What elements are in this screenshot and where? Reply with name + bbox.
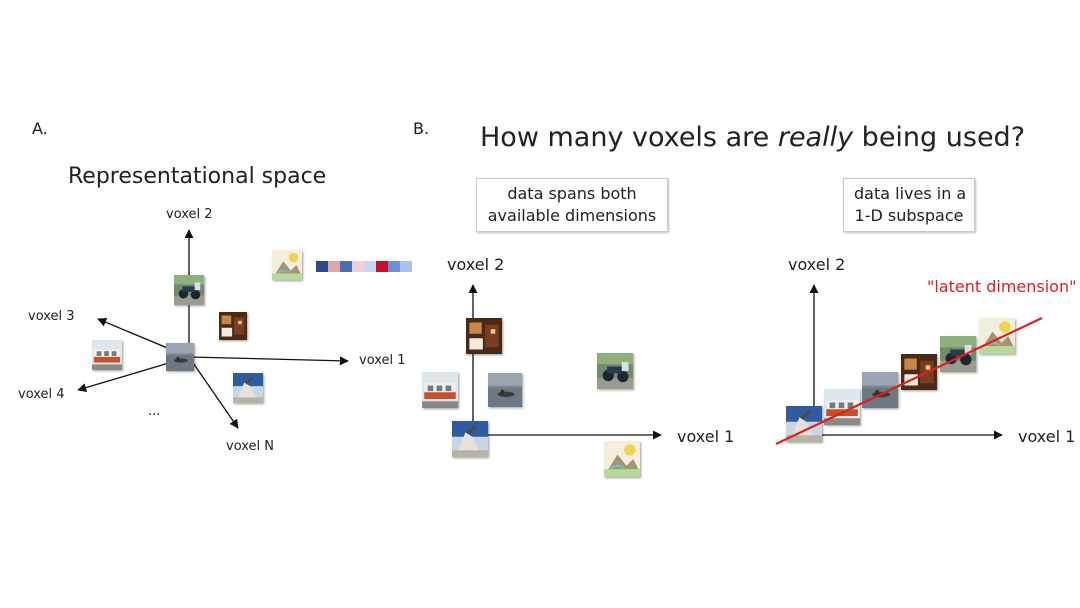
thumbnail-bird-image [233,373,263,403]
voxel-pattern-strip [316,261,412,272]
thumbnail-cartoon-image [272,250,302,280]
thumbnail-cartoon-image [604,441,640,477]
thumbnail-room-image [901,354,937,390]
caption-spans-both: data spans both available dimensions [476,178,668,232]
panel-a-label: A. [32,119,48,138]
voxel-cell [352,261,364,272]
voxel-cell [340,261,352,272]
thumbnail-lake-image [488,373,522,407]
thumbnail-tram-image [422,372,458,408]
voxel-cell [316,261,328,272]
voxel-cell [376,261,388,272]
axis-label-voxel-2: voxel 2 [166,207,213,222]
thumbnail-cartoon-image [979,318,1015,354]
panel-b-title: How many voxels are really being used? [480,122,1026,153]
axis-label-voxel-1: voxel 1 [359,353,406,368]
panel-b-left-axes [468,284,662,440]
voxel-cell [328,261,340,272]
left-axis-label-voxel-1: voxel 1 [677,427,735,446]
panel-a-thumbnails [92,250,302,403]
thumbnail-room-image [219,312,247,340]
latent-dimension-line [775,317,1043,445]
panel-a-heading: Representational space [68,164,327,189]
voxel-cell [400,261,412,272]
thumbnail-bike-image [174,275,204,305]
thumbnail-bike-image [940,336,976,372]
right-axis-label-voxel-1: voxel 1 [1018,427,1076,446]
panel-b-left-thumbnails [422,318,640,477]
latent-dimension-label: "latent dimension" [927,277,1077,296]
thumbnail-bird-image [452,421,488,457]
thumbnail-lake-image [166,343,194,371]
axis-label-voxel-n: voxel N [226,439,275,454]
right-axis-label-voxel-2: voxel 2 [788,255,846,274]
thumbnail-lake-image [862,372,898,408]
thumbnail-room-image [466,318,502,354]
voxel-cell [364,261,376,272]
axis-ellipsis: ... [148,404,161,419]
voxel-cell [388,261,400,272]
panel-b-label: B. [413,119,430,138]
panel-a-axes [77,229,349,429]
caption-1d-subspace: data lives in a 1-D subspace [843,178,975,232]
left-axis-label-voxel-2: voxel 2 [447,255,505,274]
axis-label-voxel-4: voxel 4 [18,387,65,402]
axis-label-voxel-3: voxel 3 [28,309,75,324]
thumbnail-bike-image [597,353,633,389]
thumbnail-tram-image [92,340,122,370]
